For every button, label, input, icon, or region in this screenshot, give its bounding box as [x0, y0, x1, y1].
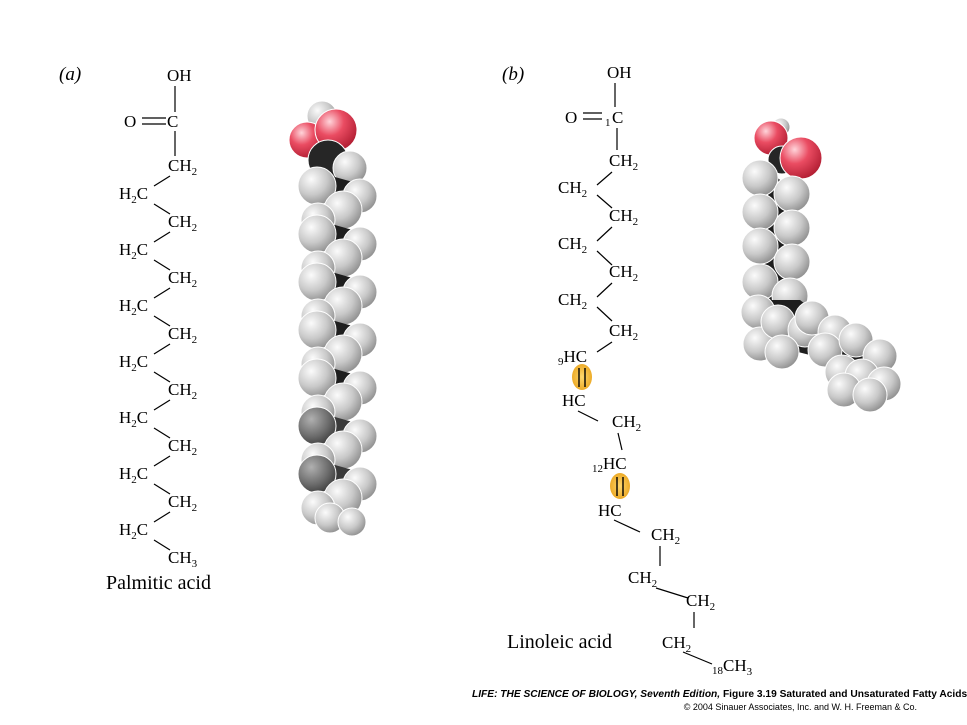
copyright-line: © 2004 Sinauer Associates, Inc. and W. H…	[683, 702, 917, 712]
ch2-group: CH2	[168, 436, 197, 458]
hydrogen-atom	[764, 334, 800, 370]
h2c-group: H2C	[119, 464, 148, 486]
h2c-group: H2C	[119, 184, 148, 206]
figure-title: Figure 3.19 Saturated and Unsaturated Fa…	[722, 689, 967, 700]
ch2-group: CH2	[168, 212, 197, 234]
ch2-group: CH2	[168, 492, 197, 514]
hydrogen-atom	[741, 159, 779, 197]
hydrogen-atom	[773, 209, 811, 247]
linoleic-acid-name: Linoleic acid	[507, 631, 612, 653]
ch2-group: CH2	[628, 568, 657, 590]
alkene-carbon-10: HC	[562, 391, 586, 410]
linoleic-acid-space-filling-model	[740, 117, 902, 413]
hydrogen-atom	[741, 227, 779, 265]
ch2-group: CH2	[612, 412, 641, 434]
carbonyl-oxygen-label: O	[124, 112, 136, 131]
ch2-group: CH2	[609, 262, 638, 284]
alkene-carbon-12: 12HC	[592, 454, 627, 475]
book-title: LIFE: THE SCIENCE OF BIOLOGY, Seventh Ed…	[472, 689, 721, 700]
ch2-group: CH2	[609, 321, 638, 343]
hydrogen-atom	[773, 243, 811, 281]
hydrogen-atom	[773, 175, 811, 213]
ch2-group: CH2	[168, 380, 197, 402]
ch2-group: CH2	[651, 525, 680, 547]
hydrogen-atom	[741, 193, 779, 231]
ch2-group: CH2	[609, 206, 638, 228]
h2c-group: H2C	[119, 296, 148, 318]
carbonyl-oxygen-label-b: O	[565, 108, 577, 127]
double-bond-12-highlight	[610, 473, 630, 499]
h2c-group: H2C	[119, 240, 148, 262]
palmitic-acid-space-filling-model	[288, 100, 378, 537]
ch2-group: CH2	[609, 151, 638, 173]
hydroxyl-label-b: OH	[607, 63, 632, 82]
ch2-group: CH2	[168, 156, 197, 178]
ch2-group: CH2	[558, 290, 587, 312]
carboxyl-carbon-label-b: C	[612, 108, 623, 127]
panel-a-label: (a)	[59, 64, 81, 85]
palmitic-acid-formula: (a) OH O C CH2H2CCH2H2CCH2H2CCH2H2CCH2H2…	[59, 64, 211, 594]
palmitic-acid-name: Palmitic acid	[106, 572, 211, 594]
ch2-group: CH2	[558, 178, 587, 200]
hydroxyl-label: OH	[167, 66, 192, 85]
panel-b-label: (b)	[502, 64, 524, 85]
hydrogen-atom	[852, 377, 888, 413]
ch2-group: CH3	[168, 548, 198, 570]
ch2-group: CH2	[558, 234, 587, 256]
figure-caption: LIFE: THE SCIENCE OF BIOLOGY, Seventh Ed…	[472, 689, 967, 700]
h2c-group: H2C	[119, 408, 148, 430]
carboxyl-carbon-label: C	[167, 112, 178, 131]
terminal-methyl-18: 18CH3	[712, 656, 753, 678]
alkene-carbon-9: 9HC	[558, 347, 587, 368]
h2c-group: H2C	[119, 520, 148, 542]
ch2-group: CH2	[686, 591, 715, 613]
linoleic-acid-formula: (b) OH O 1 C CH2CH2CH2CH2CH2CH2CH29HCHCC…	[502, 63, 753, 678]
ch2-group: CH2	[662, 633, 691, 655]
ch2-group: CH2	[168, 268, 197, 290]
ch2-group: CH2	[168, 324, 197, 346]
double-bond-9-highlight	[572, 364, 592, 390]
h2c-group: H2C	[119, 352, 148, 374]
carbon-number-1: 1	[605, 117, 611, 129]
alkene-carbon-13: HC	[598, 501, 622, 520]
